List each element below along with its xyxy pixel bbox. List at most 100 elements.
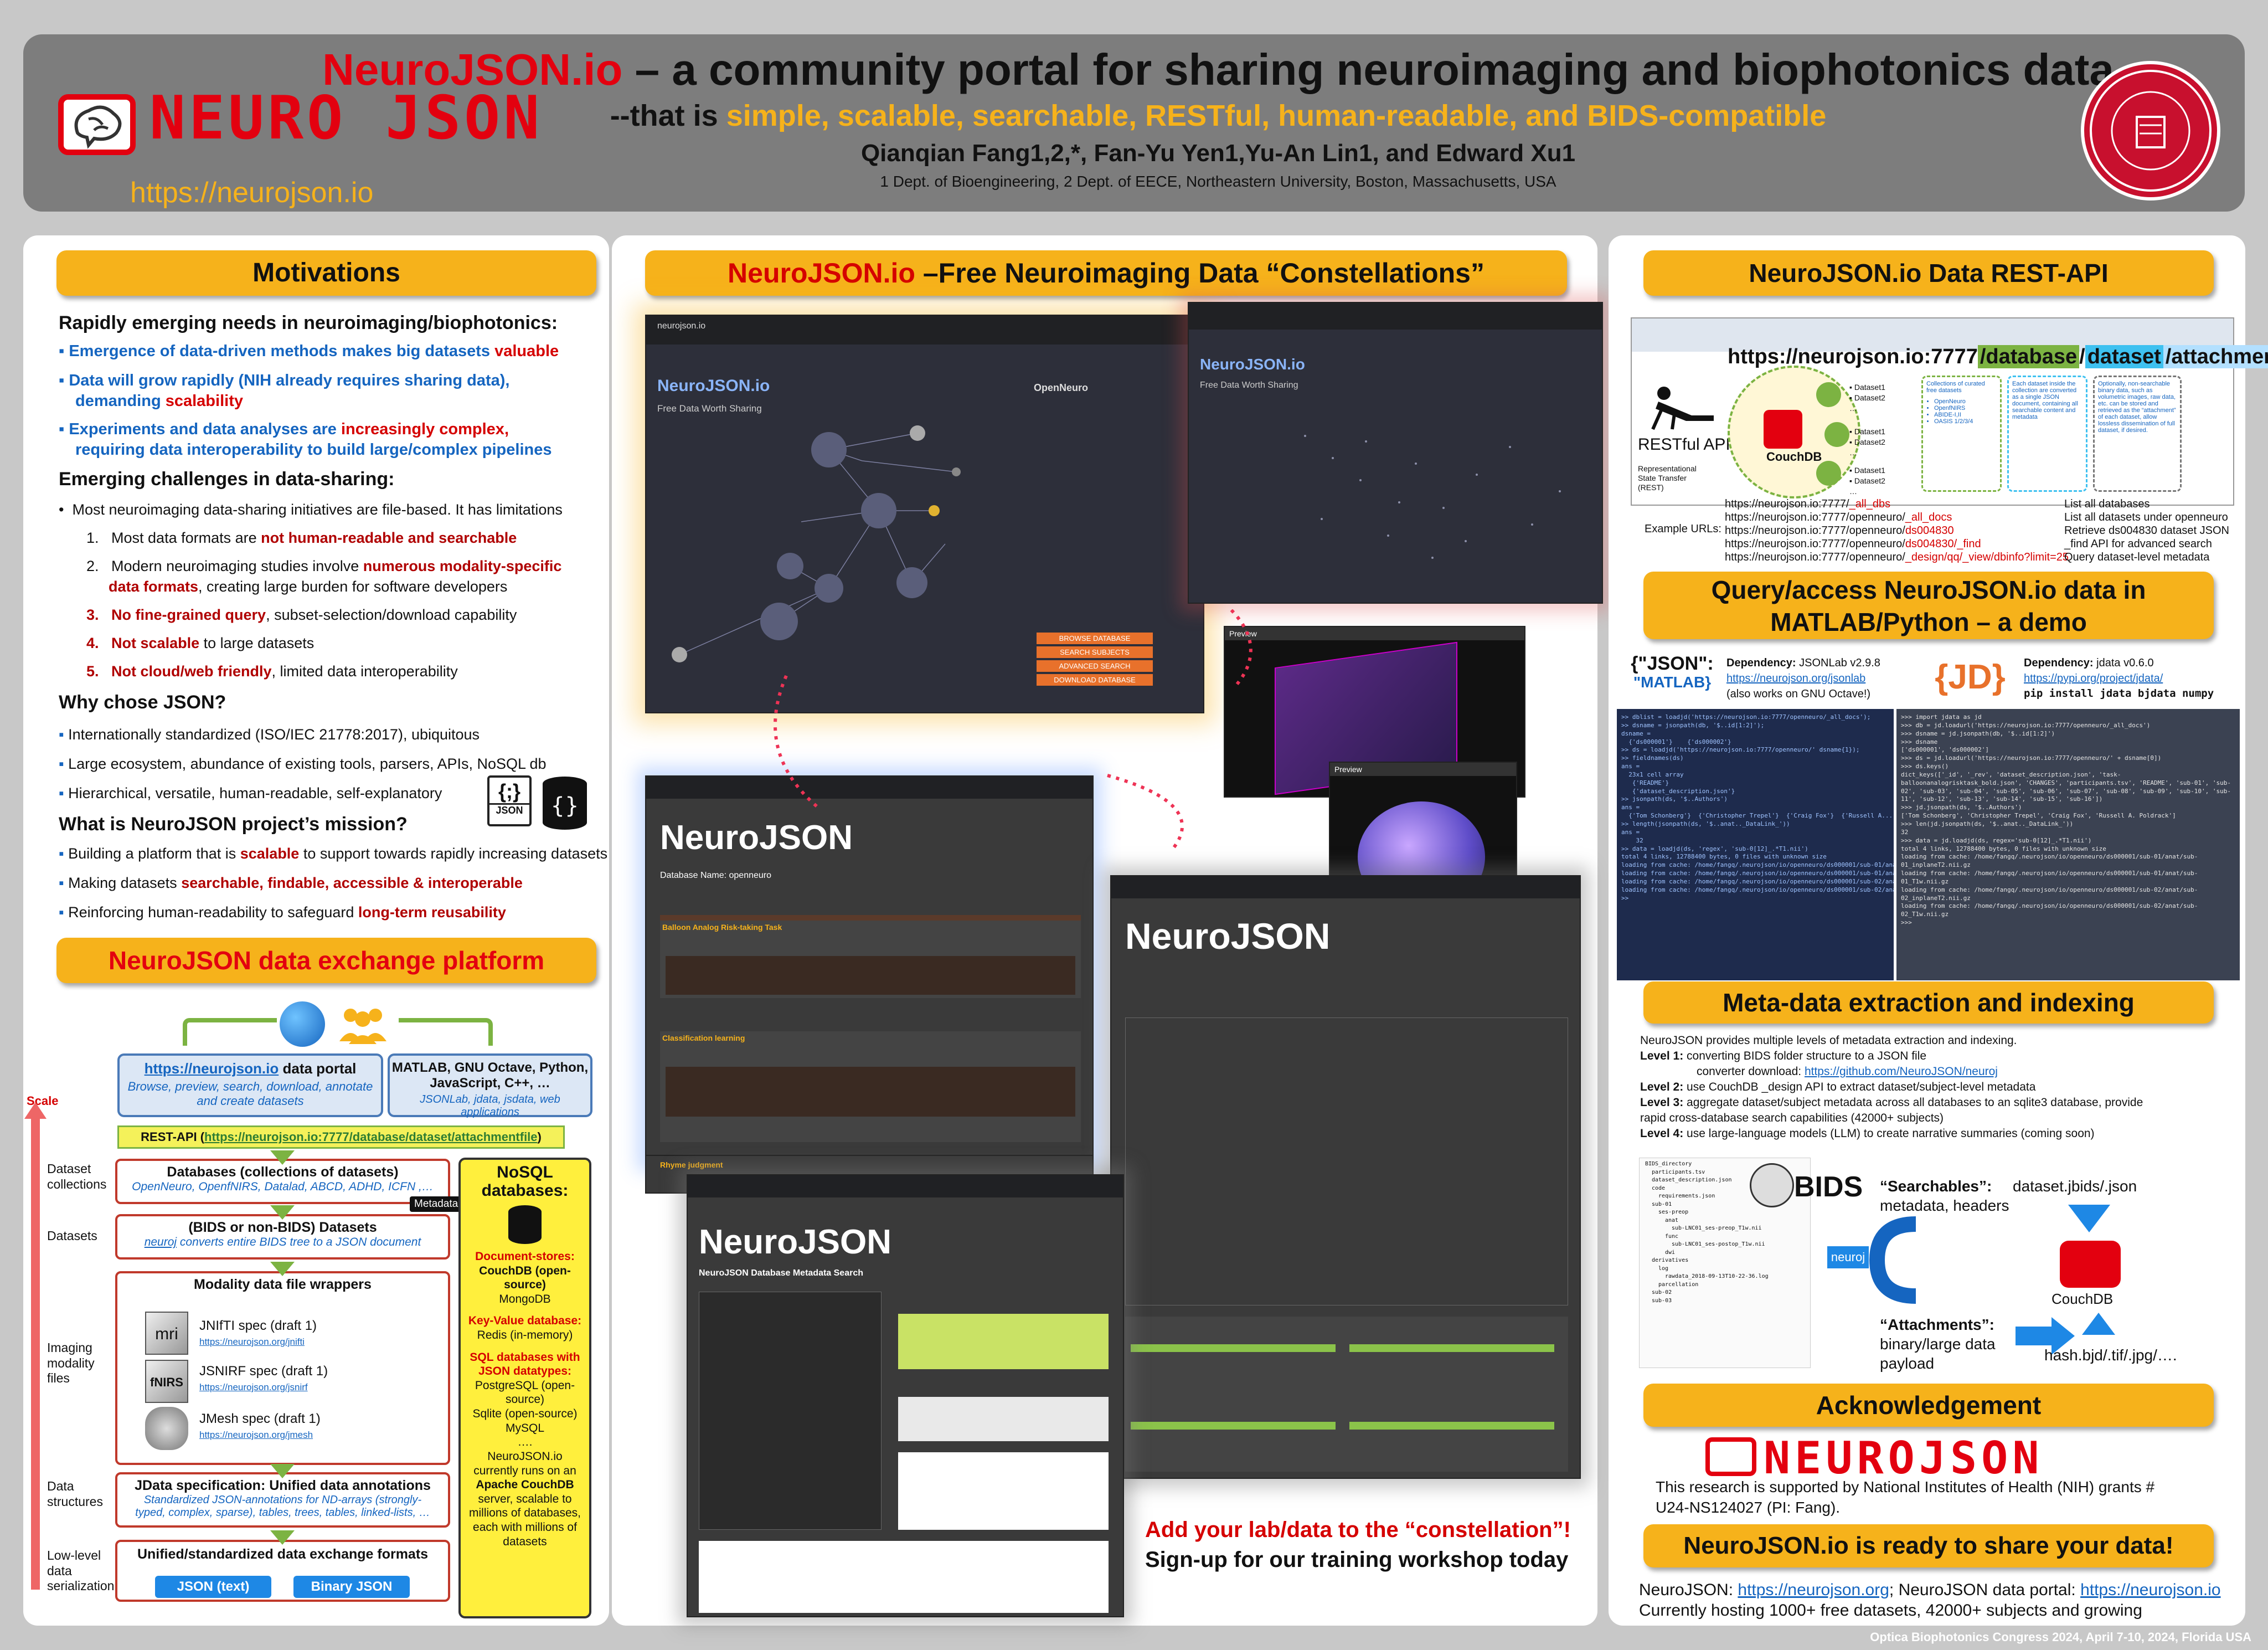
challenge-1: 1. Most data formats are not human-reada… bbox=[86, 530, 517, 546]
jnifti-name: JNIfTI spec (draft 1) bbox=[199, 1318, 317, 1333]
ready-hosting: Currently hosting 1000+ free datasets, 4… bbox=[1639, 1601, 2142, 1620]
ready-title: NeuroJSON.io is ready to share your data… bbox=[1643, 1524, 2214, 1567]
brain-logo-icon bbox=[58, 94, 136, 155]
neurojson-logo-3: NeuroJSON bbox=[699, 1223, 891, 1261]
metadata-title: Meta-data extraction and indexing bbox=[1643, 981, 2214, 1024]
jsonlab-dep: Dependency: JSONLab v2.9.8 bbox=[1726, 657, 1880, 669]
dataset-list-1: ▪ Dataset1▪ Dataset2… bbox=[1849, 383, 1885, 413]
languages-box: MATLAB, GNU Octave, Python, JavaScript, … bbox=[388, 1053, 592, 1118]
jsonlab-logo: {"JSON":"MATLAB} bbox=[1631, 653, 1714, 691]
motivations-h2: Emerging challenges in data-sharing: bbox=[59, 469, 395, 490]
rest-api-bar: REST-API (https://neurojson.io:7777/data… bbox=[117, 1125, 565, 1149]
metadata-level-3b: rapid cross-database search capabilities… bbox=[1640, 1112, 1944, 1124]
restful-sublabel: Representational State Transfer (REST) bbox=[1638, 464, 1697, 492]
example-url-5[interactable]: https://neurojson.io:7777/openneuro/_des… bbox=[1725, 551, 2069, 563]
portal-box: https://neurojson.io data portal Browse,… bbox=[117, 1053, 383, 1117]
mission-1: ▪ Building a platform that is scalable t… bbox=[59, 845, 608, 862]
neurojson-org-link[interactable]: https://neurojson.org bbox=[1738, 1581, 1889, 1599]
collections-desc: Collections of curated free datasetsOpen… bbox=[1921, 376, 2002, 492]
screenshot-dataset-view: NeuroJSON bbox=[1110, 875, 1581, 1479]
challenge-5: 5. Not cloud/web friendly, limited data … bbox=[86, 663, 458, 680]
modality-box: Modality data file wrappers bbox=[115, 1271, 450, 1465]
motivations-title: Motivations bbox=[56, 250, 596, 296]
constellation-tagline: Free Data Worth Sharing bbox=[657, 403, 762, 414]
level-imaging: Imaging modality files bbox=[47, 1340, 95, 1386]
neuroj-tag: neuroj bbox=[1827, 1246, 1869, 1268]
dataset-list-3: ▪ Dataset1▪ Dataset2… bbox=[1849, 466, 1885, 496]
level-structures: Data structures bbox=[47, 1479, 103, 1509]
ack-logo-text: NEUROJSON bbox=[1764, 1432, 2044, 1484]
jmesh-url[interactable]: https://neurojson.org/jmesh bbox=[199, 1430, 313, 1440]
constellations-title: NeuroJSON.io –Free Neuroimaging Data “Co… bbox=[645, 250, 1567, 296]
matlab-terminal: >> dblist = loadjd('https://neurojson.io… bbox=[1617, 709, 1894, 980]
globe-icon bbox=[280, 1001, 325, 1047]
attachments-label: “Attachments”: bbox=[1880, 1316, 1994, 1333]
motivations-h4: What is NeuroJSON project’s mission? bbox=[59, 814, 408, 835]
ack-text-2: U24-NS124027 (PI: Fang). bbox=[1656, 1499, 1841, 1516]
arrow-down-icon bbox=[270, 1150, 295, 1165]
download-database-button[interactable]: DOWNLOAD DATABASE bbox=[1037, 674, 1153, 686]
motivation-bullet-2b: demanding scalability bbox=[75, 392, 243, 410]
dataset-desc: Each dataset inside the collection are c… bbox=[2007, 376, 2087, 492]
search-subjects-button[interactable]: SEARCH SUBJECTS bbox=[1037, 646, 1153, 658]
metadata-search-title: NeuroJSON Database Metadata Search bbox=[699, 1268, 863, 1278]
json-bullet-3: ▪ Hierarchical, versatile, human-readabl… bbox=[59, 785, 442, 801]
cta-line-1: Add your lab/data to the “constellation”… bbox=[1145, 1518, 1571, 1542]
db-node-icon bbox=[1816, 382, 1841, 407]
example-urls-label: Example URLs: bbox=[1645, 523, 1721, 535]
neurojson-io-link[interactable]: https://neurojson.io bbox=[2080, 1581, 2221, 1599]
advanced-search-button[interactable]: ADVANCED SEARCH bbox=[1037, 660, 1153, 672]
browse-database-button[interactable]: BROWSE DATABASE bbox=[1037, 633, 1153, 644]
mission-3: ▪ Reinforcing human-readability to safeg… bbox=[59, 904, 506, 921]
bids-label: BIDS bbox=[1794, 1171, 1863, 1203]
python-terminal: >>> import jdata as jd >>> db = jd.loadu… bbox=[1896, 709, 2240, 980]
attachment-desc: Optionally, non-searchable binary data, … bbox=[2093, 376, 2182, 492]
header-banner bbox=[23, 34, 2245, 212]
example-url-3[interactable]: https://neurojson.io:7777/openneuro/ds00… bbox=[1725, 525, 1954, 537]
poster-subtitle: --that is simple, scalable, searchable, … bbox=[610, 99, 1827, 132]
metadata-intro: NeuroJSON provides multiple levels of me… bbox=[1640, 1034, 2017, 1047]
jsonlab-url[interactable]: https://neurojson.org/jsonlab bbox=[1726, 672, 1866, 685]
example-url-1[interactable]: https://neurojson.io:7777/_all_dbs bbox=[1725, 498, 1891, 510]
jsnirf-url[interactable]: https://neurojson.org/jsnirf bbox=[199, 1382, 308, 1392]
hash-label: hash.bjd/.tif/.jpg/…. bbox=[2044, 1346, 2177, 1364]
level-serialization: Low-level data serialization bbox=[47, 1548, 115, 1594]
motivation-bullet-2: ▪ Data will grow rapidly (NIH already re… bbox=[59, 372, 510, 389]
metadata-level-4: Level 4: use large-language models (LLM)… bbox=[1640, 1127, 2095, 1140]
restapi-title: NeuroJSON.io Data REST-API bbox=[1643, 250, 2214, 296]
example-url-4[interactable]: https://neurojson.io:7777/openneuro/ds00… bbox=[1725, 538, 1981, 550]
challenge-3: 3. No fine-grained query, subset-selecti… bbox=[86, 606, 517, 623]
users-icon bbox=[337, 1005, 389, 1044]
motivation-bullet-1: ▪ Emergence of data-driven methods makes… bbox=[59, 342, 559, 360]
mri-cube-icon: mri bbox=[145, 1312, 188, 1355]
footer-conference: Optica Biophotonics Congress 2024, April… bbox=[1870, 1630, 2251, 1644]
scatter-dots-graph bbox=[1304, 435, 1561, 559]
datasets-box: (BIDS or non-BIDS) Datasets neuroj conve… bbox=[115, 1214, 450, 1260]
neurojson-logo-text: NEURO JSON bbox=[150, 84, 543, 153]
metadata-level-2: Level 2: use CouchDB _design API to extr… bbox=[1640, 1081, 2036, 1093]
example-urls: https://neurojson.io:7777/_all_dbs https… bbox=[1725, 497, 2069, 564]
connector-arrows bbox=[774, 609, 1252, 849]
example-url-2[interactable]: https://neurojson.io:7777/openneuro/_all… bbox=[1725, 511, 1952, 523]
dataset-list-2: ▪ Dataset1▪ Dataset2… bbox=[1849, 427, 1885, 457]
binary-json-button[interactable]: Binary JSON bbox=[293, 1576, 410, 1598]
mesh-brain-icon bbox=[145, 1407, 188, 1450]
header-url[interactable]: https://neurojson.io bbox=[130, 177, 374, 209]
json-text-button[interactable]: JSON (text) bbox=[155, 1576, 271, 1598]
browser-toolbar: neurojson.io bbox=[646, 316, 1203, 345]
neuroj-bracket-icon bbox=[1869, 1216, 1916, 1304]
jnifti-url[interactable]: https://neurojson.org/jnifti bbox=[199, 1337, 305, 1347]
arrow-down-icon bbox=[270, 1262, 295, 1276]
challenge-2b: data formats, creating large burden for … bbox=[109, 578, 508, 595]
couchdb-logo-icon bbox=[1764, 410, 1802, 449]
bids-brain-icon bbox=[1750, 1163, 1794, 1207]
jdata-url[interactable]: https://pypi.org/project/jdata/ bbox=[2024, 672, 2163, 685]
platform-title: NeuroJSON data exchange platform bbox=[56, 938, 596, 983]
database-icon: {} bbox=[540, 775, 590, 831]
metadata-converter: converter download: https://github.com/N… bbox=[1697, 1065, 1998, 1078]
arrow-right-icon bbox=[399, 1018, 493, 1046]
affiliation: 1 Dept. of Bioengineering, 2 Dept. of EE… bbox=[880, 173, 1556, 190]
arrow-down-icon bbox=[270, 1205, 295, 1220]
screenshot-database-list: NeuroJSON Database Name: openneuro Ballo… bbox=[645, 775, 1094, 1163]
